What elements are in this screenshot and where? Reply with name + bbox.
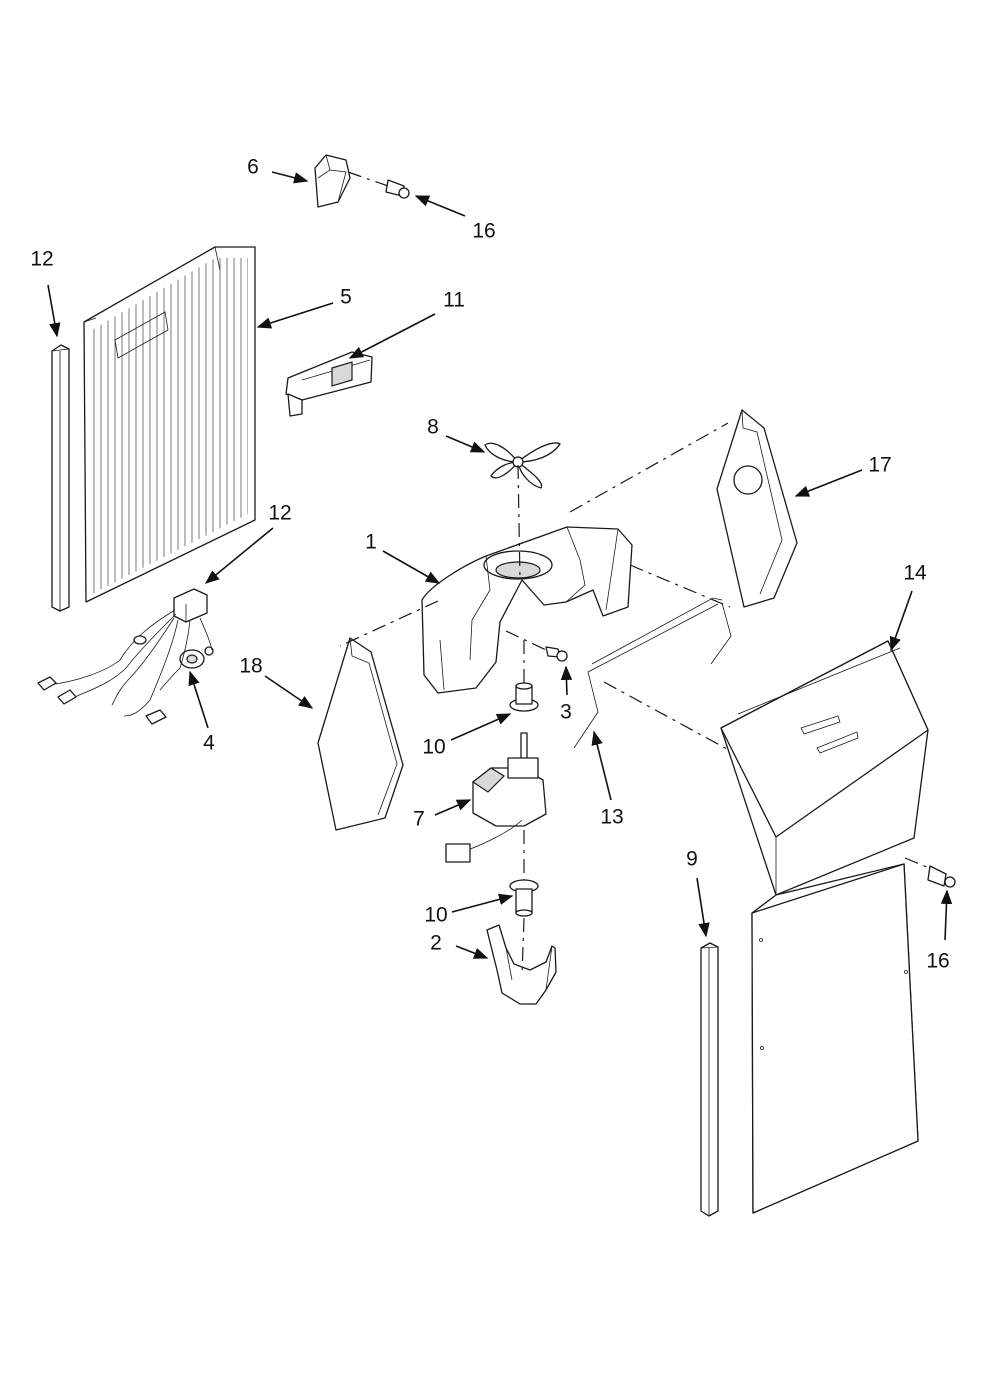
callout-10-upper: 10 [422,736,445,759]
part-3-screw [545,646,568,662]
part-12-wire-harness [37,588,213,725]
part-14-gasket-strip [51,344,70,612]
part-16-screw-top [347,171,410,199]
leader-arrows [47,171,953,959]
callout-16-top: 16 [472,220,495,243]
callout-13: 13 [600,806,623,829]
callout-labels: 12 5 6 16 11 8 17 12 1 14 18 4 3 10 7 13… [30,156,949,973]
part-16-screw-right [904,857,956,888]
callout-1: 1 [365,531,377,554]
part-13-wire-retainer [573,597,732,749]
part-15-air-duct [720,640,929,1214]
part-4-grommet [179,646,214,669]
part-1-fan-housing [421,526,633,694]
callout-3: 3 [560,701,572,724]
part-17-right-baffle [716,409,798,608]
alignment-lines [339,422,731,976]
callout-10-lower: 10 [424,904,447,927]
callout-4: 4 [203,732,215,755]
part-11-bracket [285,351,373,417]
callout-5: 5 [340,286,352,309]
callout-9: 9 [686,848,698,871]
part-5-evaporator-cover [83,246,256,603]
callout-12: 12 [268,502,291,525]
callout-18: 18 [239,655,262,678]
part-7-fan-motor [445,732,547,863]
callout-6: 6 [247,156,259,179]
part-2-motor-bracket [486,924,557,1005]
part-10-grommet-upper [509,682,539,712]
callout-2: 2 [430,932,442,955]
part-10-grommet-lower [509,879,539,917]
callout-14: 12 [30,248,53,271]
callout-16-right: 16 [926,950,949,973]
part-18-left-baffle [317,637,404,831]
callout-8: 8 [427,416,439,439]
callout-15: 14 [903,562,927,585]
callout-17: 17 [868,454,891,477]
part-9-gasket-strip [700,942,719,1217]
callout-7: 7 [413,808,425,831]
callout-11: 11 [443,289,465,312]
part-6-cap [314,154,351,208]
part-8-fan-blade [484,442,561,489]
